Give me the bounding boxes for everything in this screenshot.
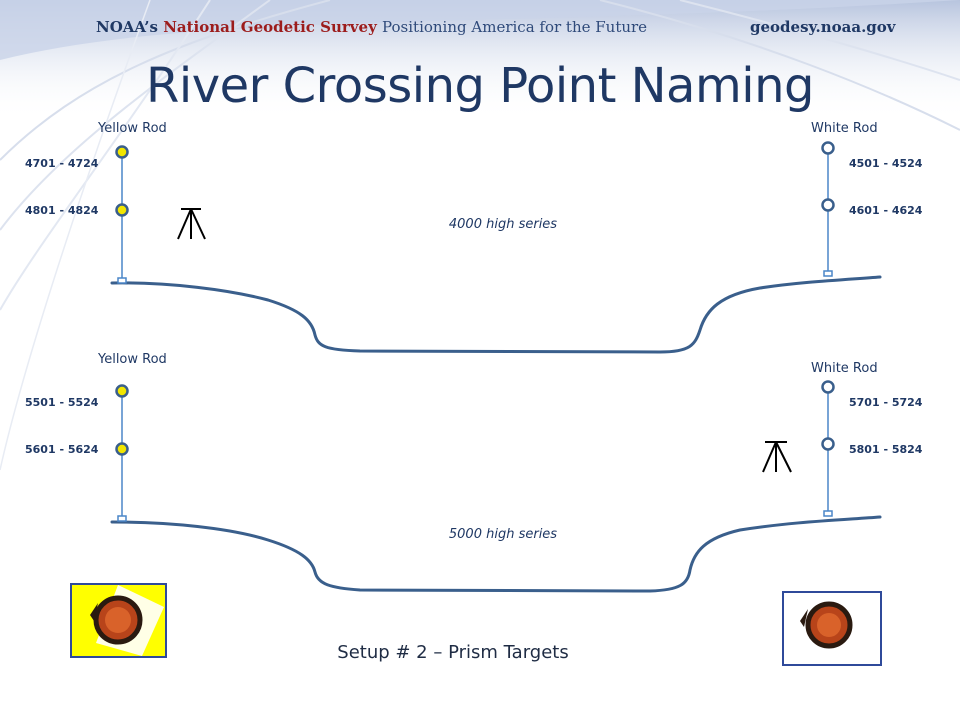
yellow-rod-label-4000: Yellow Rod <box>98 121 167 136</box>
org-prefix: NOAA’s <box>96 18 158 36</box>
rod-base-icon <box>117 277 127 284</box>
rod-base-icon <box>823 510 833 517</box>
range-label: 4701 - 4724 <box>25 157 99 170</box>
yellow-target-5501 <box>115 384 129 398</box>
white-rod-label-5000: White Rod <box>811 361 878 376</box>
tagline: Positioning America for the Future <box>382 18 648 36</box>
yellow-target-4801 <box>115 203 129 217</box>
rod-base-icon <box>823 270 833 277</box>
river-profile-5000 <box>110 515 882 593</box>
range-label: 5701 - 5724 <box>849 396 923 409</box>
white-prism-target <box>782 591 882 666</box>
range-label: 5801 - 5824 <box>849 443 923 456</box>
white-target-4601 <box>821 198 835 212</box>
series-label-5000: 5000 high series <box>448 527 558 542</box>
white-target-4501 <box>821 141 835 155</box>
caption: Setup # 2 – Prism Targets <box>337 642 569 663</box>
range-label: 4501 - 4524 <box>849 157 923 170</box>
river-profile-4000 <box>110 275 882 354</box>
yellow-prism-target <box>70 583 167 658</box>
page-title: River Crossing Point Naming <box>146 58 814 114</box>
yellow-target-5601 <box>115 442 129 456</box>
yellow-target-4701 <box>115 145 129 159</box>
prism-icon <box>90 585 164 656</box>
tripod-icon <box>177 208 206 240</box>
website-link[interactable]: geodesy.noaa.gov <box>750 18 896 36</box>
yellow-rod-label-5000: Yellow Rod <box>98 352 167 367</box>
header-banner: NOAA’s National Geodetic Survey Position… <box>96 18 647 36</box>
series-label-4000: 4000 high series <box>448 217 558 232</box>
range-label: 4601 - 4624 <box>849 204 923 217</box>
range-label: 4801 - 4824 <box>25 204 99 217</box>
tripod-icon <box>762 441 792 473</box>
prism-icon <box>800 601 853 649</box>
white-rod-label-4000: White Rod <box>811 121 878 136</box>
white-target-5701 <box>821 380 835 394</box>
org-name: National Geodetic Survey <box>163 18 377 36</box>
white-target-5801 <box>821 437 835 451</box>
range-label: 5601 - 5624 <box>25 443 99 456</box>
range-label: 5501 - 5524 <box>25 396 99 409</box>
rod-base-icon <box>117 515 127 522</box>
